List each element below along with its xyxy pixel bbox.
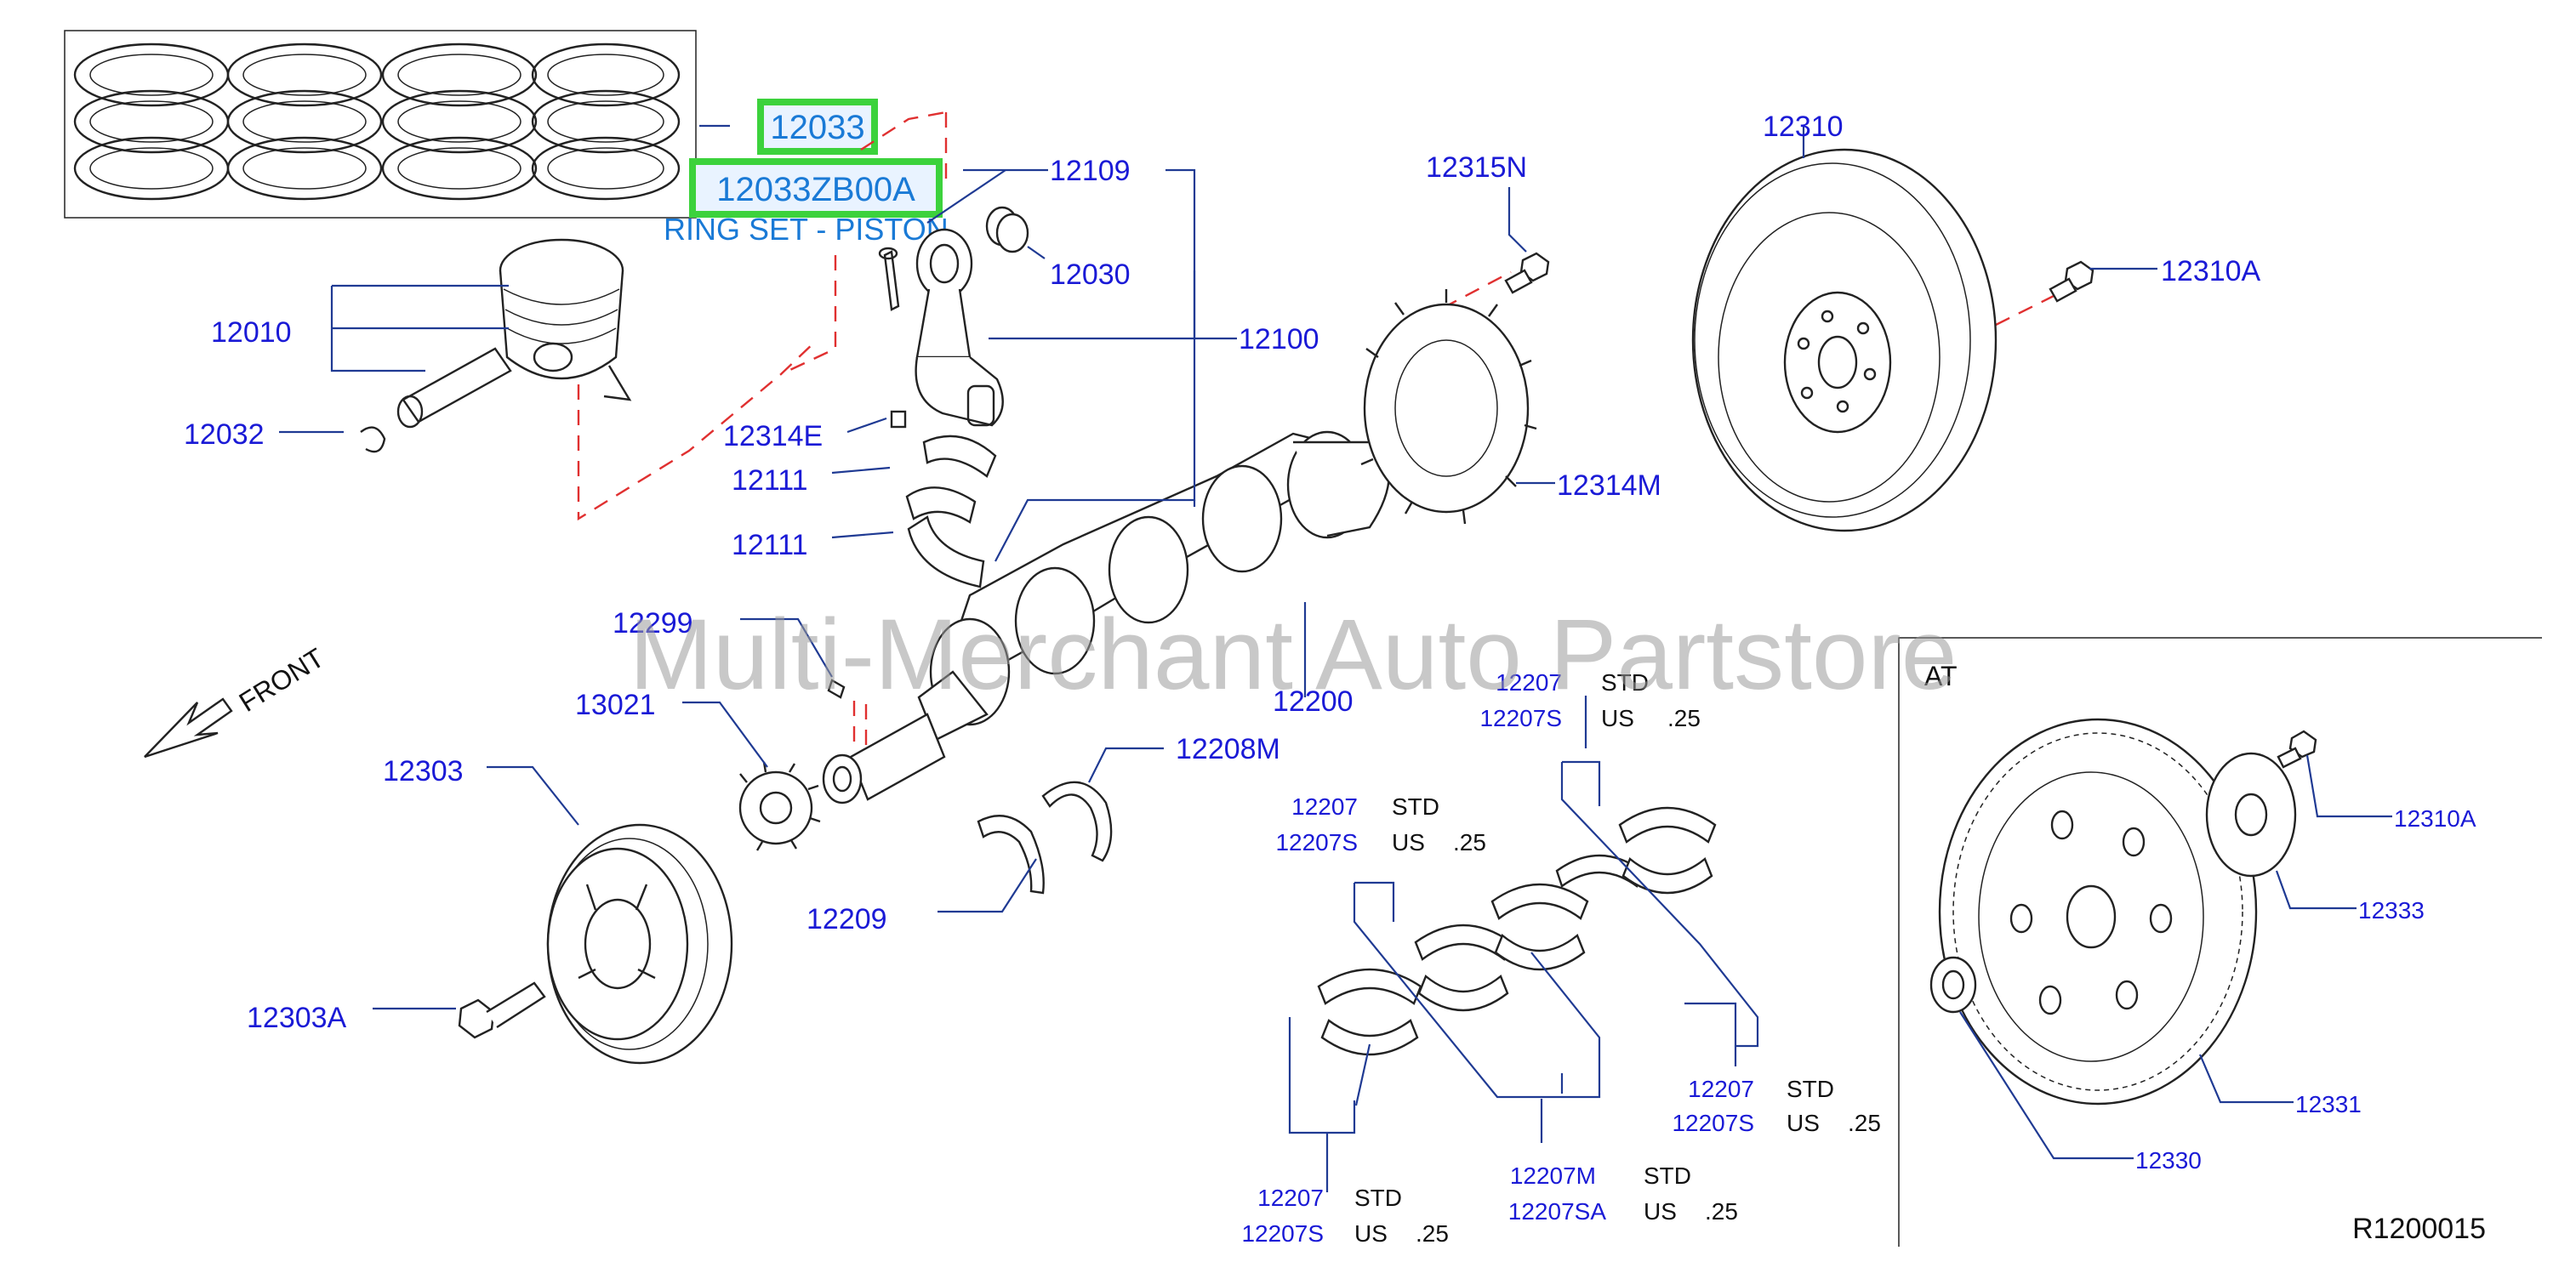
b3-us-val: .25: [1848, 1110, 1881, 1136]
b5-us-val: .25: [1416, 1220, 1449, 1247]
label-12032[interactable]: 12032: [184, 418, 265, 451]
b2-std-part[interactable]: 12207: [1291, 793, 1358, 820]
label-13021[interactable]: 13021: [575, 689, 656, 721]
flywheel: [1691, 148, 1998, 532]
watermark: Multi-Merchant Auto Partstore: [630, 599, 1958, 711]
at-label: AT: [1924, 661, 1958, 691]
b2-us-part[interactable]: 12207S: [1275, 829, 1358, 856]
b4-us-val: .25: [1705, 1198, 1738, 1225]
label-12303[interactable]: 12303: [383, 755, 464, 787]
b5-std-part[interactable]: 12207: [1257, 1185, 1324, 1211]
ring-set-frame: [64, 30, 697, 219]
b4-std: STD: [1644, 1163, 1691, 1189]
b1-std-part[interactable]: 12207: [1496, 669, 1562, 696]
b5-std: STD: [1354, 1185, 1402, 1211]
piston-ring-set: [73, 43, 681, 201]
rod-bushing: [985, 206, 1029, 253]
at-reinforcement-plate: [2205, 752, 2297, 878]
b4-us-part[interactable]: 12207SA: [1508, 1198, 1607, 1225]
at-section-frame: [1898, 637, 2542, 1247]
pulley-bolt: [458, 981, 546, 1039]
drive-plate-bolt: [1504, 252, 1550, 294]
b4-us: US: [1644, 1198, 1677, 1225]
rod-bearings: [905, 435, 997, 588]
b1-us-val: .25: [1667, 705, 1701, 731]
at-drive-plate: [1938, 718, 2258, 1106]
b3-us: US: [1787, 1110, 1820, 1136]
bearing-callouts: 12207 12207S STD US .25 12207 12207S STD…: [1241, 669, 1880, 1247]
label-12030[interactable]: 12030: [1050, 259, 1131, 291]
label-12310A[interactable]: 12310A: [2161, 255, 2261, 287]
front-arrow: [144, 697, 233, 759]
leader-lines: [279, 126, 2392, 1192]
crank-dowel: [827, 679, 846, 699]
at-bolt: [2277, 730, 2317, 769]
drive-plate: [1360, 289, 1537, 525]
highlight-ref-box[interactable]: [757, 99, 878, 155]
label-12111-a[interactable]: 12111: [732, 464, 808, 497]
b2-std: STD: [1392, 793, 1439, 820]
label-12200[interactable]: 12200: [1273, 685, 1354, 718]
label-12299[interactable]: 12299: [613, 607, 693, 640]
b1-us-part[interactable]: 12207S: [1479, 705, 1562, 731]
connecting-rod: [878, 228, 1004, 427]
flywheel-bolt: [2049, 260, 2094, 303]
label-12100[interactable]: 12100: [1239, 323, 1319, 355]
label-12209[interactable]: 12209: [806, 903, 887, 935]
highlighted-part-callout[interactable]: 12033 12033ZB00A RING SET - PISTON: [664, 99, 949, 247]
b5-us-part[interactable]: 12207S: [1241, 1220, 1324, 1247]
highlight-part-ref[interactable]: 12033: [770, 109, 864, 146]
label-at-12310A[interactable]: 12310A: [2394, 805, 2476, 832]
crankshaft: [822, 430, 1391, 804]
b2-us: US: [1392, 829, 1425, 856]
b2-us-val: .25: [1453, 829, 1486, 856]
label-12310[interactable]: 12310: [1763, 111, 1844, 143]
piston-pin: [396, 347, 512, 429]
b1-std: STD: [1601, 669, 1649, 696]
front-label: FRONT: [234, 642, 330, 718]
label-at-12330[interactable]: 12330: [2135, 1147, 2202, 1174]
diagram-reference: R1200015: [2352, 1213, 2486, 1245]
label-12010[interactable]: 12010: [211, 316, 292, 349]
label-12314M[interactable]: 12314M: [1557, 469, 1661, 502]
label-12303A[interactable]: 12303A: [247, 1002, 347, 1034]
label-12208M[interactable]: 12208M: [1176, 733, 1280, 765]
piston: [499, 238, 632, 401]
b4-std-part[interactable]: 12207M: [1510, 1163, 1596, 1189]
crank-sprocket: [738, 761, 821, 851]
crank-pulley: [546, 823, 733, 1065]
b3-std-part[interactable]: 12207: [1688, 1076, 1754, 1102]
b5-us: US: [1354, 1220, 1388, 1247]
highlight-part-number-box[interactable]: [689, 158, 943, 218]
label-12315N[interactable]: 12315N: [1426, 151, 1527, 184]
at-spacer: [1929, 956, 1977, 1014]
label-12109[interactable]: 12109: [1050, 155, 1131, 187]
thrust-bearings: [977, 781, 1113, 895]
label-12111-b[interactable]: 12111: [732, 529, 808, 561]
snap-ring: [360, 426, 386, 453]
highlight-part-number[interactable]: 12033ZB00A: [716, 171, 915, 208]
dowel-pin: [890, 410, 907, 429]
label-12314E[interactable]: 12314E: [723, 420, 823, 452]
highlight-description: RING SET - PISTON: [664, 212, 949, 247]
part-labels: 12109 12030 12100 12010 12032 12314E 121…: [184, 111, 2261, 1034]
b1-us: US: [1601, 705, 1634, 731]
label-at-12331[interactable]: 12331: [2295, 1091, 2362, 1117]
main-bearings: [1317, 806, 1717, 1056]
b3-us-part[interactable]: 12207S: [1672, 1110, 1754, 1136]
b3-std: STD: [1787, 1076, 1834, 1102]
label-at-12333[interactable]: 12333: [2358, 897, 2425, 924]
